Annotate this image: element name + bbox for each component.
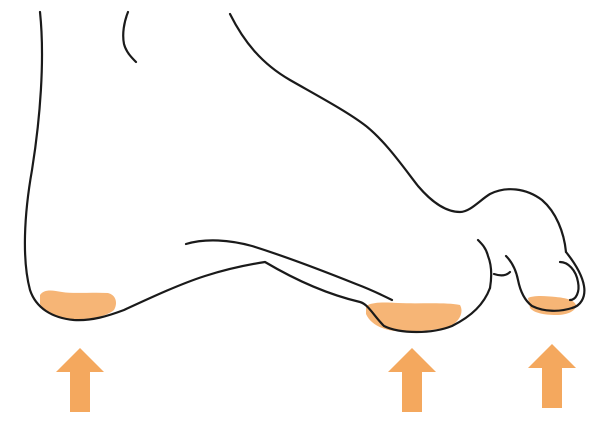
foot-back-and-sole-line — [25, 12, 490, 332]
toe-joint-line — [494, 272, 510, 275]
forefoot-arrow-up-icon — [388, 348, 436, 412]
toe-crease-line — [478, 240, 491, 288]
foot-top-line — [230, 14, 566, 252]
ankle-line — [123, 12, 136, 62]
toe-pressure-pad — [528, 296, 576, 315]
toe-arrow-up-icon — [528, 344, 576, 408]
arch-line — [186, 240, 392, 300]
heel-arrow-up-icon — [56, 348, 104, 412]
